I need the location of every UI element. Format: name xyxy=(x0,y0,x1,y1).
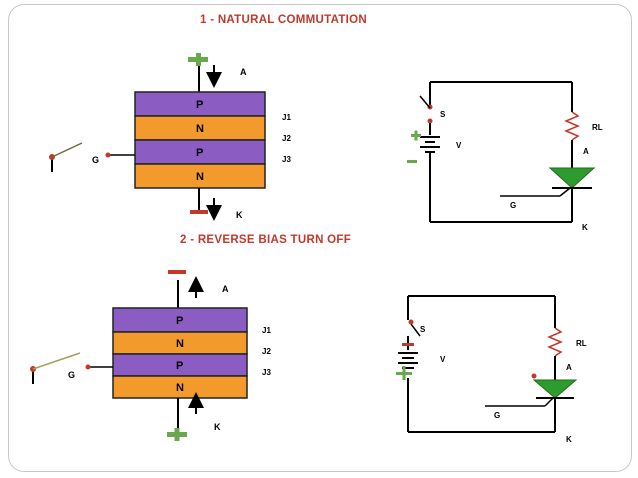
layer-n2 xyxy=(134,163,266,189)
section1-thyristor-structure: A P N P N J1 J2 J3 K G xyxy=(49,53,291,221)
layer-p1 xyxy=(134,91,266,117)
cathode-label: K xyxy=(214,422,221,432)
gate-label: G xyxy=(494,411,500,420)
layer-label: P xyxy=(176,315,183,327)
junction-label: J3 xyxy=(282,155,291,164)
layer-label: N xyxy=(176,338,184,350)
junction-label: J2 xyxy=(282,134,291,143)
layer-label: P xyxy=(196,147,203,159)
section2-circuit: S V RL A G K xyxy=(396,295,587,444)
switch-icon xyxy=(419,95,431,109)
switch-label: S xyxy=(440,110,446,119)
junction-label: J2 xyxy=(262,347,271,356)
junction-label: J1 xyxy=(262,326,271,335)
gate-label: G xyxy=(510,201,516,210)
cathode-label: K xyxy=(566,435,572,444)
resistor-icon xyxy=(547,327,563,357)
switch-label: S xyxy=(420,325,426,334)
minus-terminal-icon xyxy=(168,270,186,274)
cathode-label: K xyxy=(582,223,588,232)
layer-p1 xyxy=(112,307,248,333)
minus-terminal-icon xyxy=(190,210,208,214)
section1-circuit: S V RL A G K xyxy=(407,81,603,232)
resistor-icon xyxy=(564,111,580,141)
layer-label: N xyxy=(196,123,204,135)
junction-label: J1 xyxy=(282,113,291,122)
section2-thyristor-structure: A P N P N J1 J2 J3 K G xyxy=(30,270,271,441)
thyristor-icon xyxy=(532,379,578,399)
gate-label: G xyxy=(92,155,99,165)
anode-label: A xyxy=(566,363,572,372)
gate-switch xyxy=(51,142,83,158)
layer-label: N xyxy=(196,171,204,183)
cathode-label: K xyxy=(236,210,243,220)
layer-label: N xyxy=(176,382,184,394)
switch-icon xyxy=(410,323,421,337)
layer-n2 xyxy=(112,375,248,399)
load-label: RL xyxy=(592,123,603,132)
source-label: V xyxy=(440,355,446,364)
section2-title: 2 - REVERSE BIAS TURN OFF xyxy=(180,234,352,246)
layer-label: P xyxy=(176,360,183,372)
anode-label: A xyxy=(240,67,247,77)
layer-label: P xyxy=(196,99,203,111)
section1-title: 1 - NATURAL COMMUTATION xyxy=(200,14,368,26)
gate-switch xyxy=(32,352,81,370)
layer-n1 xyxy=(134,115,266,141)
source-label: V xyxy=(456,141,462,150)
load-label: RL xyxy=(576,339,587,348)
anode-label: A xyxy=(583,147,589,156)
gate-label: G xyxy=(68,370,75,380)
thyristor-icon xyxy=(548,167,596,189)
anode-label: A xyxy=(222,284,229,294)
junction-label: J3 xyxy=(262,368,271,377)
